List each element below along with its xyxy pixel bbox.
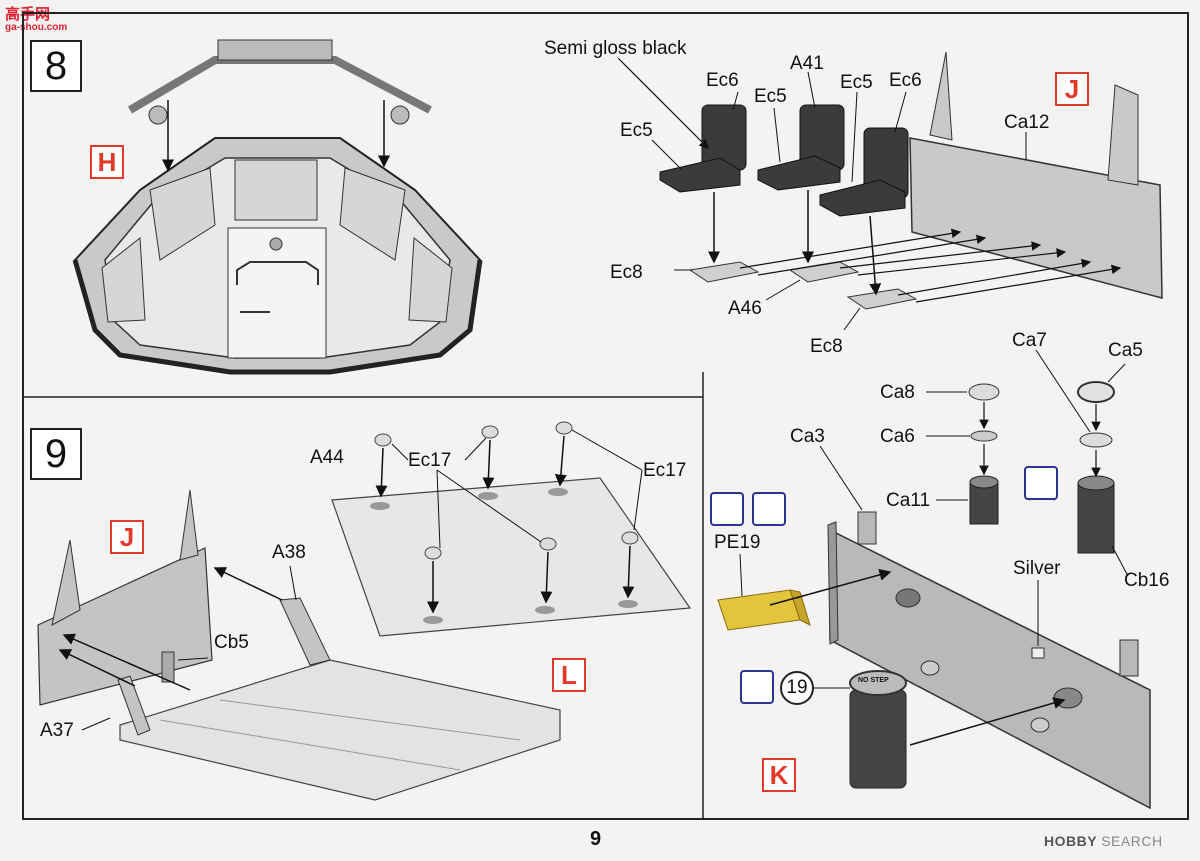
subassembly-l-label: L [552, 658, 586, 692]
ec6-label: Ec6 [706, 70, 739, 91]
decal-icon [740, 670, 774, 704]
ec17-label: Ec17 [408, 450, 452, 471]
ec8-label: Ec8 [610, 262, 643, 283]
attach-down-icon [710, 492, 744, 526]
instruction-frame [22, 12, 1189, 820]
silver-label: Silver [1013, 558, 1061, 579]
turret-handrail-part [127, 39, 432, 125]
hobby-search-logo: HOBBY SEARCH [1044, 833, 1163, 849]
turret-bottom-part [72, 137, 483, 375]
ec17-caps [374, 421, 639, 560]
seat-bases [688, 261, 918, 310]
floor-plate-a44 [331, 477, 692, 637]
bend-icon [752, 492, 786, 526]
subassembly-h-label: H [90, 145, 124, 179]
ca7-label: Ca7 [1012, 330, 1047, 351]
pe19-label: PE19 [714, 532, 761, 553]
subassembly-k-label: K [762, 758, 796, 792]
seats [659, 104, 909, 217]
watermark: 高手网 ga-shou.com [5, 6, 68, 33]
wall-part-ca12 [909, 51, 1163, 299]
opposite-side-icon [1024, 466, 1058, 500]
subassembly-j-label: J [1055, 72, 1089, 106]
ca12-label: Ca12 [1004, 112, 1050, 133]
a44-label: A44 [310, 447, 344, 468]
a38-label: A38 [272, 542, 306, 563]
ec17-label: Ec17 [643, 460, 687, 481]
cb16-label: Cb16 [1124, 570, 1170, 591]
ec5-label: Ec5 [754, 86, 787, 107]
ca8-label: Ca8 [880, 382, 915, 403]
ec8-label: Ec8 [810, 336, 843, 357]
a37-label: A37 [40, 720, 74, 741]
part-number-circle: 19 [780, 671, 814, 705]
step-9-number: 9 [30, 428, 82, 480]
hull-floor-l [119, 659, 561, 801]
cb5-label: Cb5 [214, 632, 249, 653]
page-number: 9 [590, 828, 602, 850]
ca3-label: Ca3 [790, 426, 825, 447]
semi-gloss-black-label: Semi gloss black [544, 38, 687, 59]
subassembly-j-label: J [110, 520, 144, 554]
ca5-label: Ca5 [1108, 340, 1143, 361]
ec5-label: Ec5 [620, 120, 653, 141]
step-8-number: 8 [30, 40, 82, 92]
hobby-search-word: SEARCH [1101, 833, 1163, 849]
ca11-label: Ca11 [886, 490, 931, 511]
ec6-label: Ec6 [889, 70, 922, 91]
a46-label: A46 [728, 298, 762, 319]
pe19-step-plate [717, 589, 811, 631]
cylinder-part-19 [849, 670, 907, 789]
ca6-label: Ca6 [880, 426, 915, 447]
a41-label: A41 [790, 53, 824, 74]
no-step-marking: NO STEP [858, 677, 889, 684]
ec5-label: Ec5 [840, 72, 873, 93]
hobby-search-brand: HOBBY [1044, 833, 1097, 849]
small-parts-9 [117, 597, 331, 736]
